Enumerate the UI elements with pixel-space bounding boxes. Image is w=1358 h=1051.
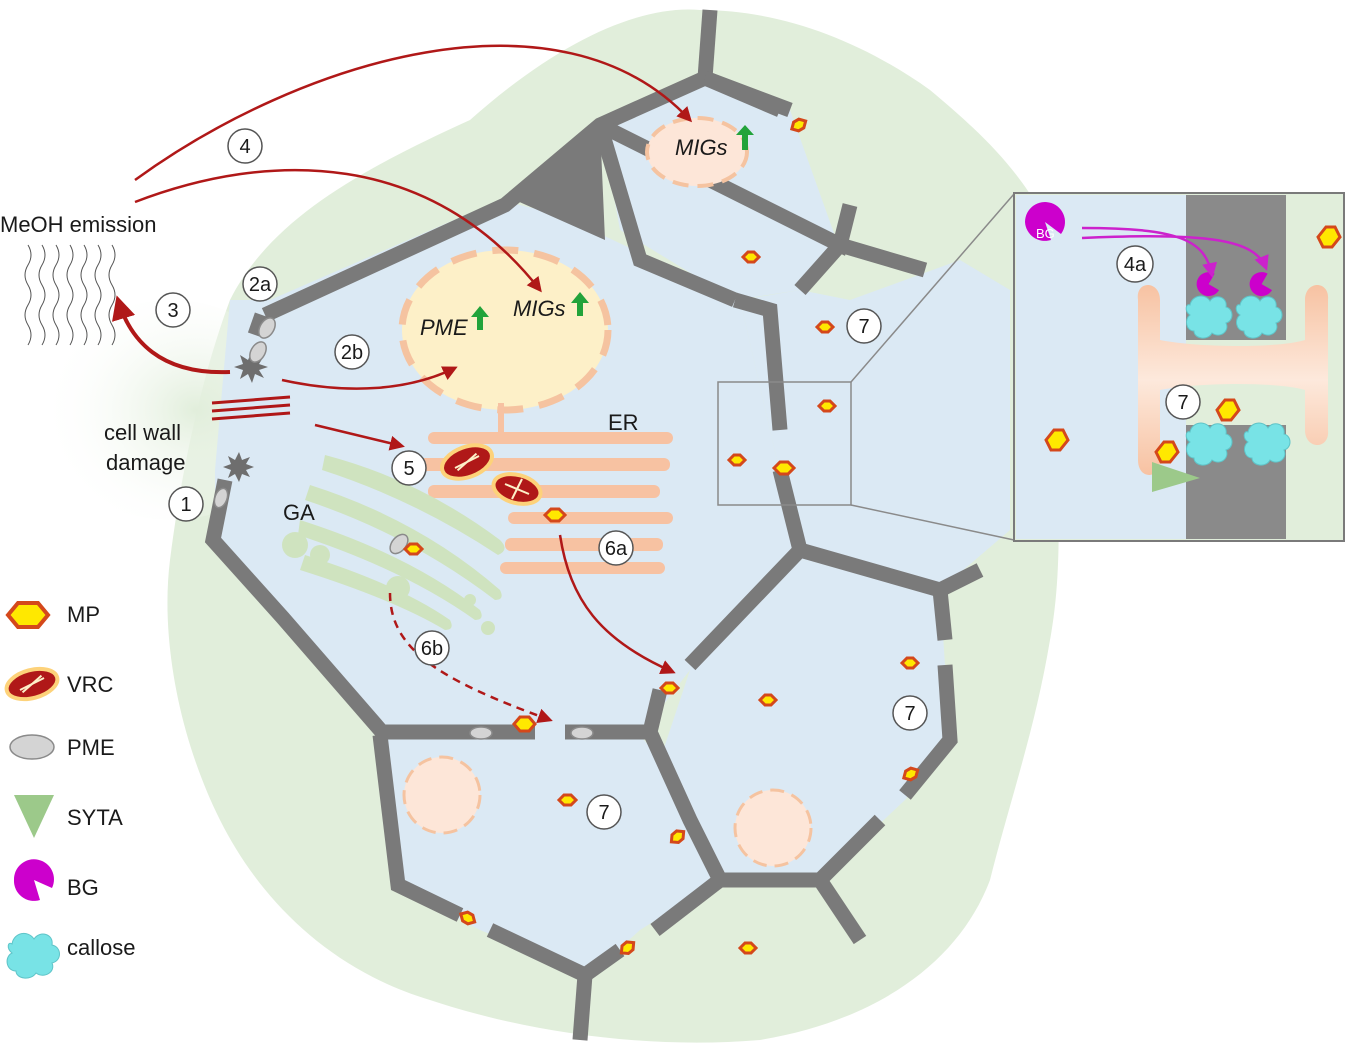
step-7-inset: 7 bbox=[1165, 384, 1201, 420]
cell-right bbox=[660, 560, 950, 880]
arrow-4a-left bbox=[1081, 226, 1217, 278]
golgi-apparatus bbox=[282, 455, 505, 635]
legend-item-callose: callose bbox=[6, 932, 135, 979]
nucleus-top bbox=[645, 116, 749, 188]
up-arrow-icon bbox=[571, 292, 589, 316]
pathway-arrows bbox=[112, 44, 693, 723]
arrow-3 bbox=[112, 295, 231, 375]
step-3: 3 bbox=[155, 292, 191, 328]
svg-text:4a: 4a bbox=[1124, 254, 1147, 276]
step-1: 1 bbox=[168, 486, 204, 522]
diagram-labels: MeOH emission cell wall damage GA ER PME… bbox=[0, 135, 728, 525]
arrow-4-top bbox=[134, 44, 693, 182]
arrow-2b bbox=[281, 366, 458, 390]
mp-particles bbox=[402, 117, 921, 956]
arrow-4a-right bbox=[1081, 234, 1269, 271]
step-4: 4 bbox=[227, 128, 263, 164]
legend: MP VRC PME SYTA BG callose bbox=[4, 601, 135, 979]
svg-text:BG: BG bbox=[67, 875, 99, 900]
svg-text:SYTA: SYTA bbox=[67, 805, 123, 830]
legend-item-mp: MP bbox=[5, 601, 100, 629]
svg-text:7: 7 bbox=[904, 703, 915, 725]
svg-text:MP: MP bbox=[67, 602, 100, 627]
wall-junction bbox=[515, 125, 605, 240]
svg-text:2b: 2b bbox=[341, 342, 363, 364]
svg-text:4: 4 bbox=[239, 136, 250, 158]
inset-source-box bbox=[717, 381, 852, 506]
step-5: 5 bbox=[391, 450, 427, 486]
vrc-group bbox=[440, 443, 543, 506]
legend-item-pme: PME bbox=[9, 734, 115, 760]
damage-star-icon bbox=[223, 452, 254, 482]
legend-item-vrc: VRC bbox=[4, 666, 114, 702]
migs-top-label: MIGs bbox=[675, 135, 728, 160]
upregulation-arrows bbox=[471, 125, 754, 330]
plasmodesma bbox=[1137, 285, 1329, 475]
bg-icon bbox=[1196, 272, 1219, 297]
arrow-4-nucleus bbox=[134, 168, 542, 293]
cell-wall-damage-label-2: damage bbox=[106, 450, 186, 475]
meoh-emission-label: MeOH emission bbox=[0, 212, 156, 237]
pme-on-walls bbox=[213, 317, 594, 740]
nucleus-bottom-right bbox=[733, 788, 813, 868]
svg-text:7: 7 bbox=[858, 316, 869, 338]
pme-nucleus-label: PME bbox=[420, 315, 468, 340]
svg-text:6a: 6a bbox=[605, 538, 628, 560]
damage-lines bbox=[211, 395, 291, 421]
legend-item-bg: BG bbox=[13, 859, 99, 901]
arrow-6b bbox=[388, 592, 553, 723]
step-7-bottom: 7 bbox=[586, 794, 622, 830]
svg-text:7: 7 bbox=[1177, 392, 1188, 414]
up-arrow-icon bbox=[736, 125, 754, 150]
vrc-icon bbox=[440, 443, 494, 481]
arrow-5 bbox=[314, 423, 405, 451]
step-markers: 1 2a 2b 3 4 4a 5 6a 6b 7 7 7 7 bbox=[155, 128, 1201, 830]
inset-connector bbox=[717, 193, 1015, 541]
meoh-waves bbox=[24, 244, 116, 346]
inset-panel: BG bbox=[1013, 192, 1345, 542]
cell-wall-damage-label-1: cell wall bbox=[104, 420, 181, 445]
callose-deposits bbox=[1185, 295, 1291, 466]
svg-text:7: 7 bbox=[598, 802, 609, 824]
svg-text:callose: callose bbox=[67, 935, 135, 960]
triangle-icon bbox=[14, 795, 54, 838]
er-label: ER bbox=[608, 410, 639, 435]
bg-enzyme: BG bbox=[1025, 201, 1065, 241]
svg-text:3: 3 bbox=[167, 300, 178, 322]
cell-right-top bbox=[740, 260, 1010, 590]
vrc-icon bbox=[4, 666, 60, 702]
cloud-icon bbox=[6, 932, 60, 979]
endoplasmic-reticulum bbox=[412, 403, 673, 574]
syta-icon bbox=[1152, 462, 1200, 492]
up-arrow-icon bbox=[471, 306, 489, 330]
arrow-6a bbox=[558, 534, 676, 675]
migs-nucleus-label: MIGs bbox=[513, 296, 566, 321]
nucleus-bottom-left bbox=[402, 755, 482, 835]
svg-text:6b: 6b bbox=[421, 638, 443, 660]
svg-text:PME: PME bbox=[67, 735, 115, 760]
hexagon-icon bbox=[5, 601, 51, 629]
ellipse-icon bbox=[9, 734, 55, 760]
svg-text:1: 1 bbox=[180, 494, 191, 516]
step-7-right: 7 bbox=[892, 695, 928, 731]
step-2a: 2a bbox=[242, 266, 278, 302]
pacman-icon bbox=[13, 859, 54, 901]
svg-text:VRC: VRC bbox=[67, 672, 114, 697]
bg-label: BG bbox=[1036, 226, 1055, 241]
legend-item-syta: SYTA bbox=[14, 795, 123, 838]
vrc-icon bbox=[491, 472, 543, 506]
step-6a: 6a bbox=[598, 530, 634, 566]
svg-text:5: 5 bbox=[403, 458, 414, 480]
ga-label: GA bbox=[283, 500, 315, 525]
cell-walls bbox=[204, 9, 984, 1041]
bg-icon bbox=[1249, 272, 1272, 297]
step-7-right-top: 7 bbox=[846, 308, 882, 344]
step-4a: 4a bbox=[1116, 245, 1154, 283]
step-2b: 2b bbox=[334, 334, 370, 370]
step-6b: 6b bbox=[414, 630, 450, 666]
svg-text:2a: 2a bbox=[249, 274, 272, 296]
